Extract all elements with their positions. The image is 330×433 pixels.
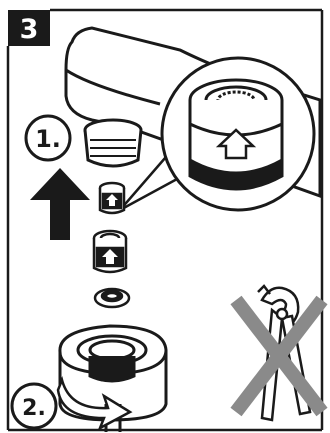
washer: [95, 289, 129, 307]
aerator-cartridge-top: [100, 183, 124, 213]
aerator-enlarged: [190, 80, 282, 189]
step2-label: 2.: [22, 396, 46, 421]
step1-label: 1.: [35, 125, 61, 153]
up-arrow-icon: [30, 168, 90, 240]
no-pliers-icon: [236, 286, 322, 420]
aerator-cartridge-main: [94, 231, 126, 272]
step1-callout: 1.: [26, 116, 70, 160]
step2-callout: 2.: [12, 384, 56, 428]
step-badge: 3: [8, 10, 50, 46]
step-number: 3: [20, 14, 39, 45]
